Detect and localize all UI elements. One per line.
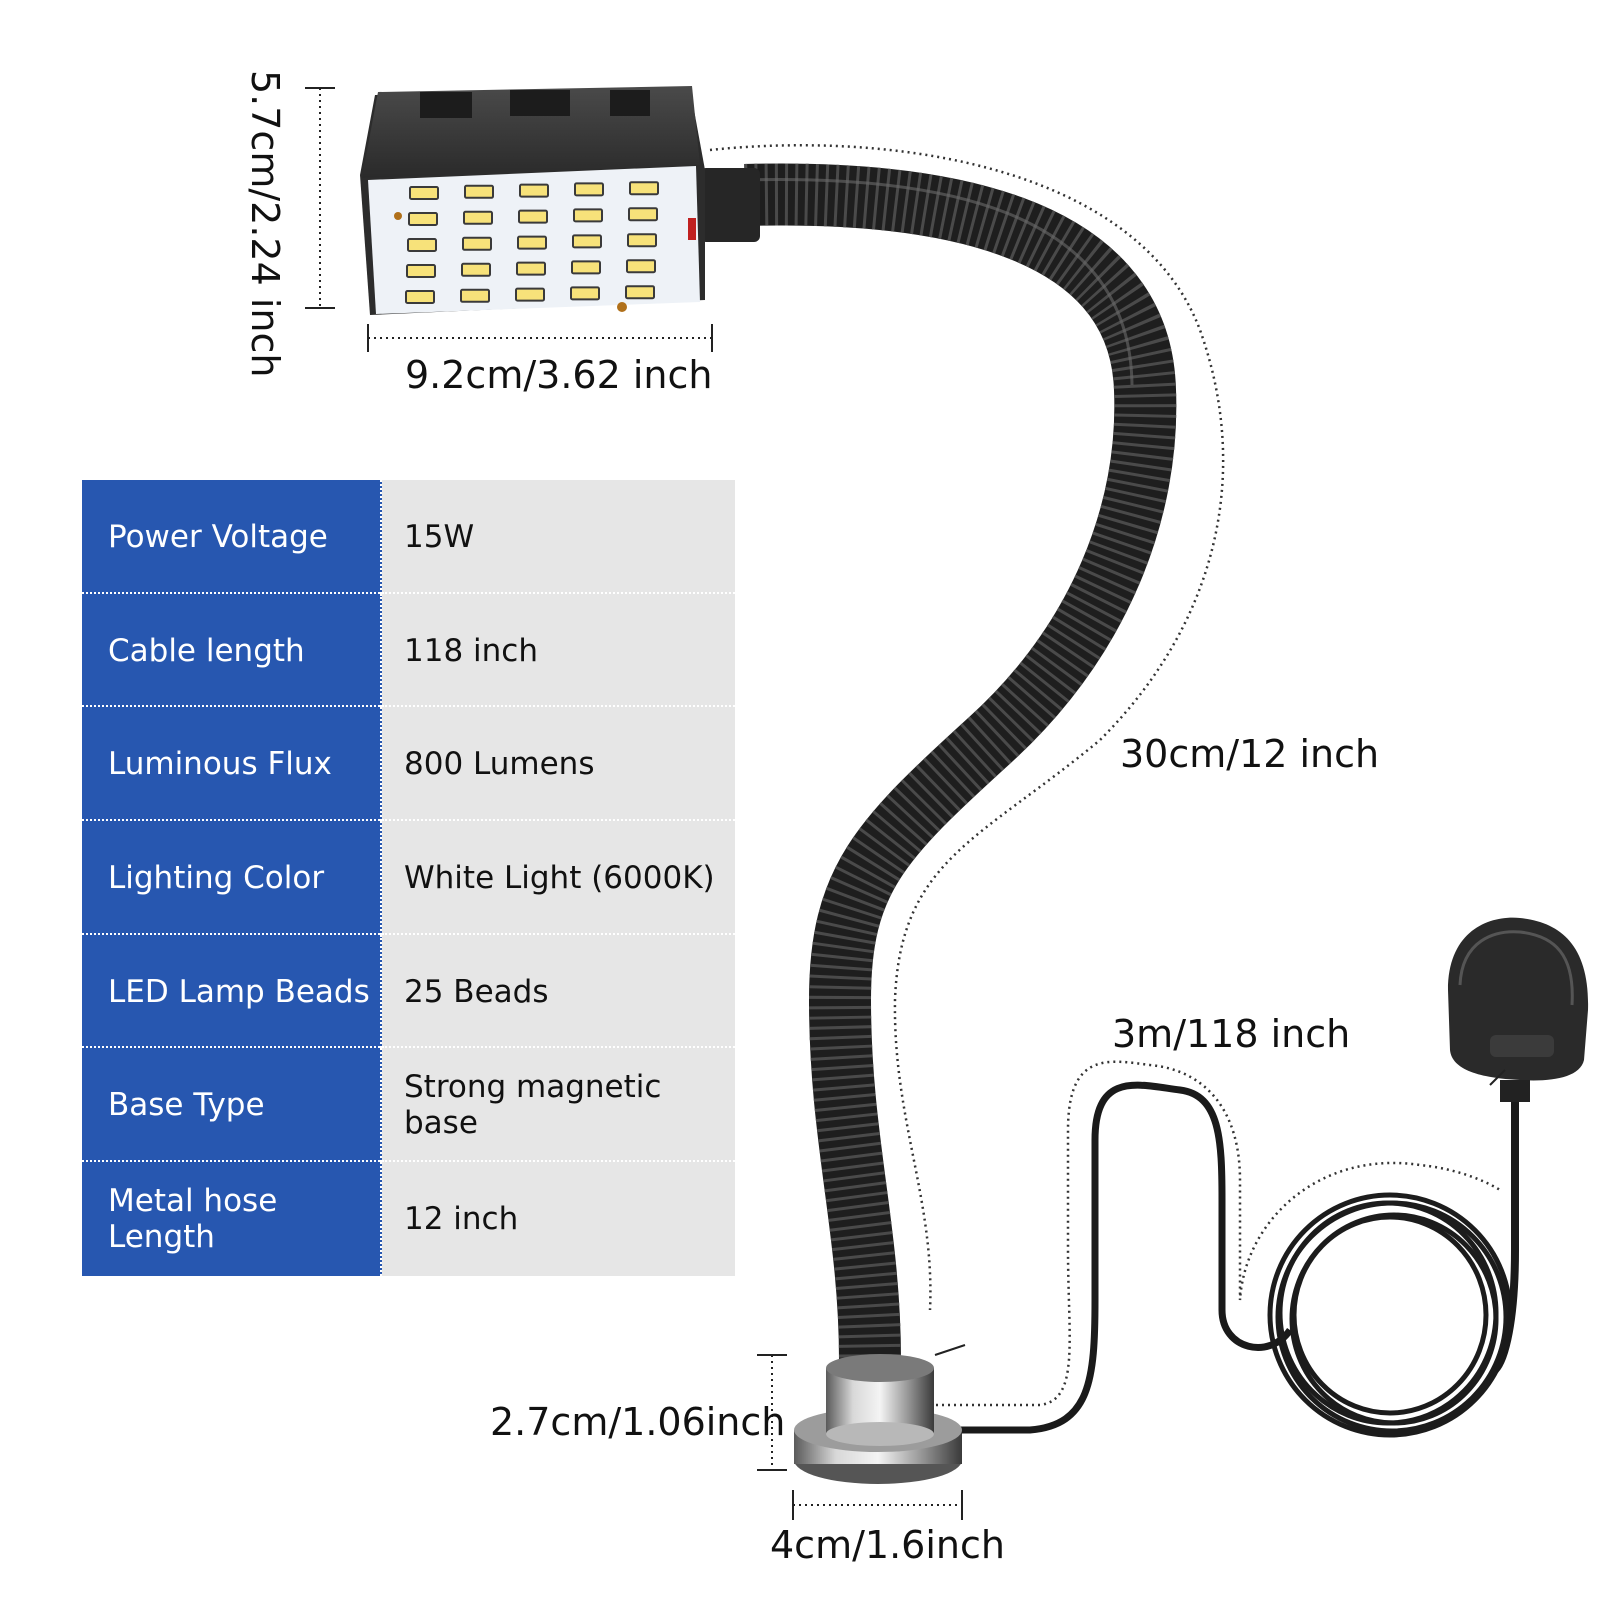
gooseneck-hose xyxy=(744,163,1177,1361)
led-bead xyxy=(463,210,493,225)
led-bead xyxy=(573,208,603,223)
led-bead xyxy=(628,207,658,222)
led-bead xyxy=(461,262,491,277)
spec-label: Lighting Color xyxy=(82,821,382,935)
led-bead xyxy=(574,182,604,197)
spec-row-hose: Metal hose Length 12 inch xyxy=(82,1162,735,1276)
led-bead xyxy=(627,233,657,248)
spec-value: 118 inch xyxy=(382,593,735,708)
led-bead xyxy=(405,290,435,304)
spec-value: 12 inch xyxy=(382,1162,735,1276)
magnetic-base xyxy=(794,1354,962,1484)
plug-icon xyxy=(1448,917,1589,1102)
base-width-label: 4cm/1.6inch xyxy=(770,1523,1005,1567)
spec-row-beads: LED Lamp Beads 25 Beads xyxy=(82,934,735,1049)
led-bead xyxy=(464,184,494,199)
spec-label: Base Type xyxy=(82,1048,382,1163)
spec-table: Power Voltage 15W Cable length 118 inch … xyxy=(82,480,735,1276)
spec-row-color: Lighting Color White Light (6000K) xyxy=(82,821,735,935)
spec-value: 15W xyxy=(382,480,735,594)
spec-value: Strong magnetic base xyxy=(382,1048,735,1163)
spec-row-flux: Luminous Flux 800 Lumens xyxy=(82,707,735,822)
led-bead xyxy=(572,234,602,249)
led-grid xyxy=(405,181,659,304)
led-bead xyxy=(409,186,439,200)
spec-label: Power Voltage xyxy=(82,480,382,594)
plug-cable xyxy=(1491,1080,1519,1373)
led-bead xyxy=(515,287,545,302)
head-height-guide xyxy=(305,87,335,309)
led-bead xyxy=(519,183,549,198)
base-width-guide xyxy=(792,1490,963,1520)
led-bead xyxy=(570,286,600,301)
cable-length-label: 3m/118 inch xyxy=(1112,1012,1351,1056)
led-bead xyxy=(517,235,547,250)
cable-coil xyxy=(1267,1192,1513,1438)
head-width-guide xyxy=(367,324,713,352)
led-bead xyxy=(571,260,601,275)
led-bead xyxy=(625,285,655,300)
hose-length-guide xyxy=(709,144,1225,1311)
hose-length-label: 30cm/12 inch xyxy=(1120,732,1380,776)
led-bead xyxy=(462,236,492,251)
hose-ribs xyxy=(744,163,1177,1361)
led-bead xyxy=(518,209,548,224)
head-connector xyxy=(700,168,760,242)
base-height-guide xyxy=(757,1354,787,1471)
led-bead xyxy=(516,261,546,276)
led-bead xyxy=(408,212,438,226)
spec-label: Luminous Flux xyxy=(82,707,382,822)
spec-label: LED Lamp Beads xyxy=(82,934,382,1049)
base-height-label: 2.7cm/1.06inch xyxy=(490,1400,786,1444)
spec-row-base: Base Type Strong magnetic base xyxy=(82,1048,735,1163)
led-bead xyxy=(629,181,659,196)
spec-value: 800 Lumens xyxy=(382,707,735,822)
spec-row-cable: Cable length 118 inch xyxy=(82,593,735,708)
spec-value: 25 Beads xyxy=(382,934,735,1049)
power-cable xyxy=(930,1081,1293,1434)
spec-label: Metal hose Length xyxy=(82,1162,382,1276)
led-bead xyxy=(626,259,656,274)
spec-value: White Light (6000K) xyxy=(382,821,735,935)
led-bead xyxy=(460,288,490,303)
spec-row-power: Power Voltage 15W xyxy=(82,480,735,594)
led-bead xyxy=(406,264,436,278)
head-width-label: 9.2cm/3.62 inch xyxy=(405,353,713,397)
head-height-label: 5.7cm/2.24 inch xyxy=(243,70,287,378)
led-bead xyxy=(407,238,437,252)
spec-label: Cable length xyxy=(82,593,382,708)
